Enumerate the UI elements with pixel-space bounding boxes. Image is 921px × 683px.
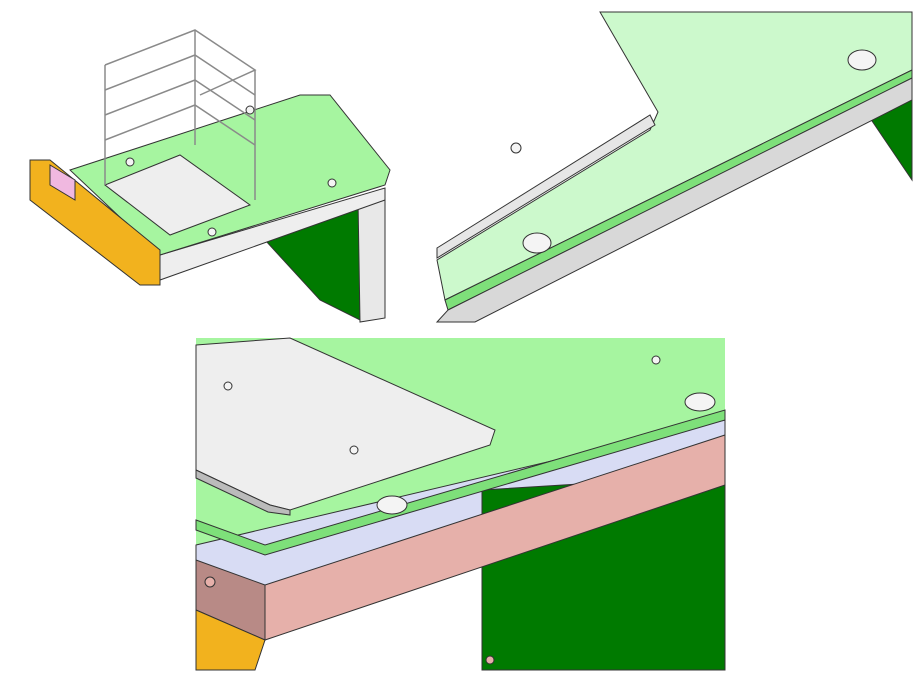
screw [125, 157, 135, 167]
white-plate-edge [436, 114, 656, 259]
tray-plate-edge [195, 469, 291, 516]
edge-detail-view [435, 11, 913, 323]
wire-basket [104, 29, 257, 200]
screw [223, 381, 233, 391]
orange-bracket [195, 609, 266, 671]
overview-view [29, 29, 391, 323]
screw [207, 227, 217, 237]
leg-post [357, 189, 386, 323]
tray-plate [103, 154, 252, 236]
bolt-hole [485, 655, 495, 665]
tabletop [436, 11, 913, 301]
screw [245, 105, 255, 115]
corner-detail-view [195, 337, 726, 671]
side-rail [435, 77, 913, 323]
pink-rail-end [49, 164, 76, 201]
screw [349, 445, 359, 455]
screw [651, 355, 661, 365]
screw [510, 142, 522, 154]
screw [684, 392, 716, 412]
tabletop-edge [195, 409, 726, 556]
screw [847, 49, 877, 71]
screw [376, 495, 408, 515]
screw [522, 232, 552, 254]
bolt-hole [204, 576, 216, 588]
screw [327, 178, 337, 188]
